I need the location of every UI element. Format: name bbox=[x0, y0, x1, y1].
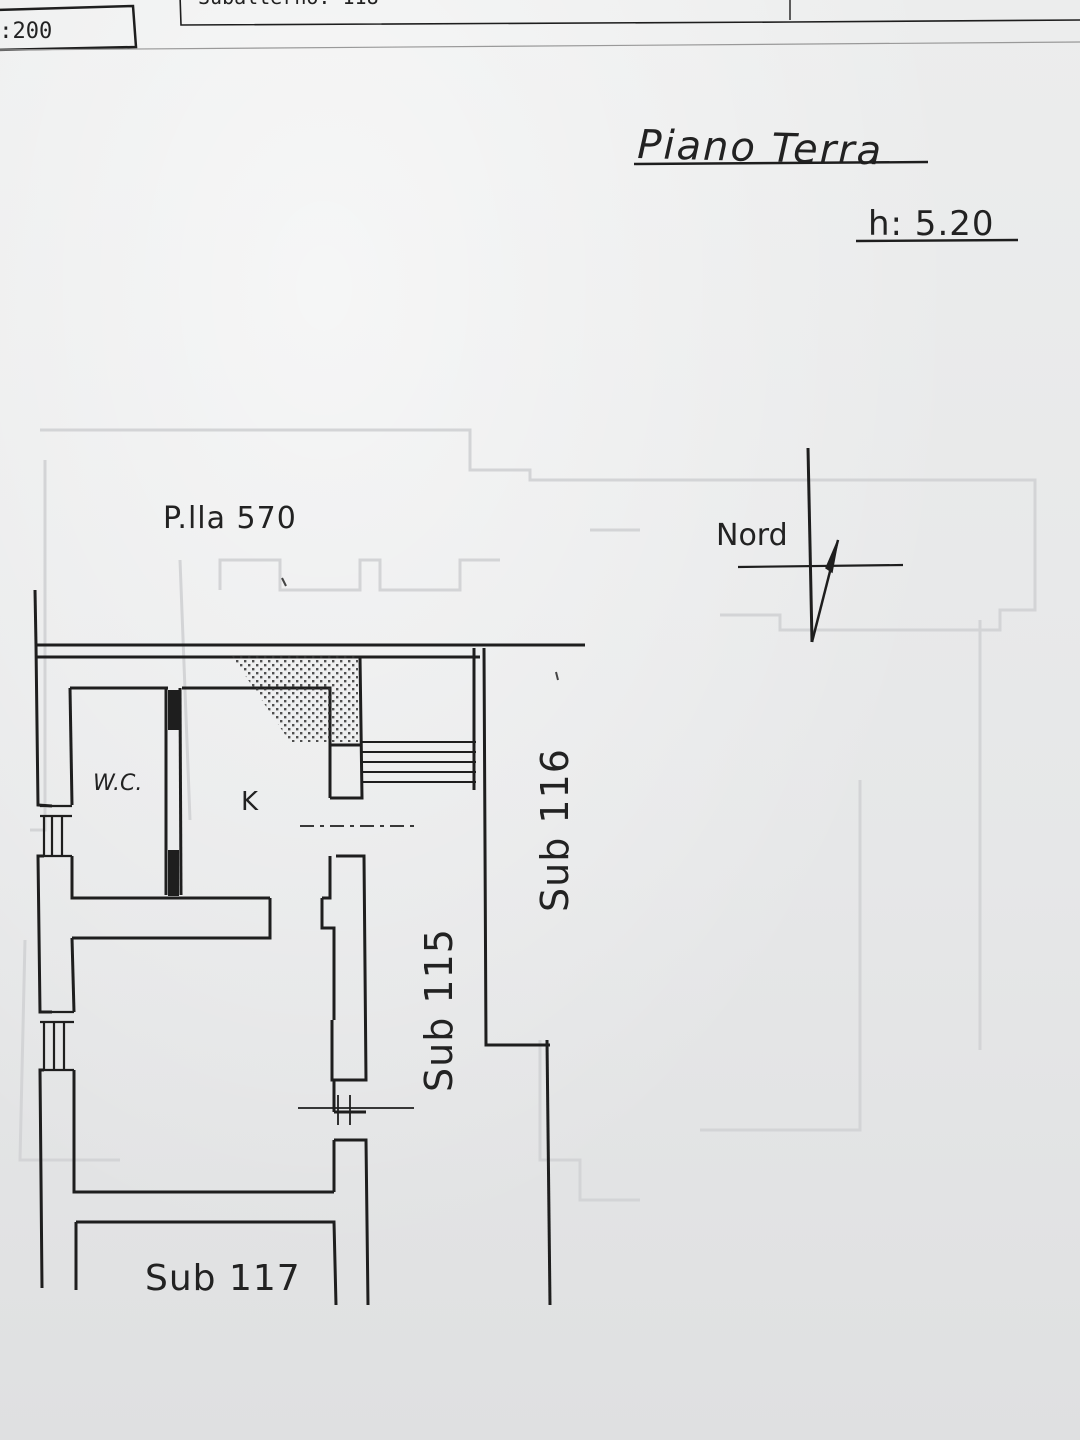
ghost-bleed-lines bbox=[18, 428, 1037, 1202]
stray-marks bbox=[281, 577, 559, 681]
window-openings bbox=[40, 804, 74, 1072]
height-underline bbox=[855, 238, 1019, 243]
section-lines bbox=[298, 825, 415, 1125]
hatched-terrace bbox=[232, 656, 358, 742]
floor-title-underline bbox=[633, 160, 929, 166]
title-block bbox=[0, 0, 1080, 52]
sub117-label: Sub 117 bbox=[145, 1258, 301, 1299]
sub115-label: Sub 115 bbox=[417, 928, 461, 1092]
north-label: Nord bbox=[716, 518, 788, 553]
parcel-label: P.lla 570 bbox=[163, 501, 297, 536]
subalterno-label: Subalterno: 118 bbox=[198, 0, 379, 9]
floor-title: Piano Terra bbox=[637, 122, 884, 174]
height-label: h: 5.20 bbox=[868, 204, 995, 244]
north-arrow-icon bbox=[737, 447, 904, 643]
sub116-label: Sub 116 bbox=[533, 748, 577, 912]
kitchen-label: K bbox=[241, 787, 259, 817]
stair-steps bbox=[362, 741, 476, 783]
scale-label: 1:200 bbox=[0, 19, 52, 44]
wc-label: W.C. bbox=[93, 771, 142, 796]
